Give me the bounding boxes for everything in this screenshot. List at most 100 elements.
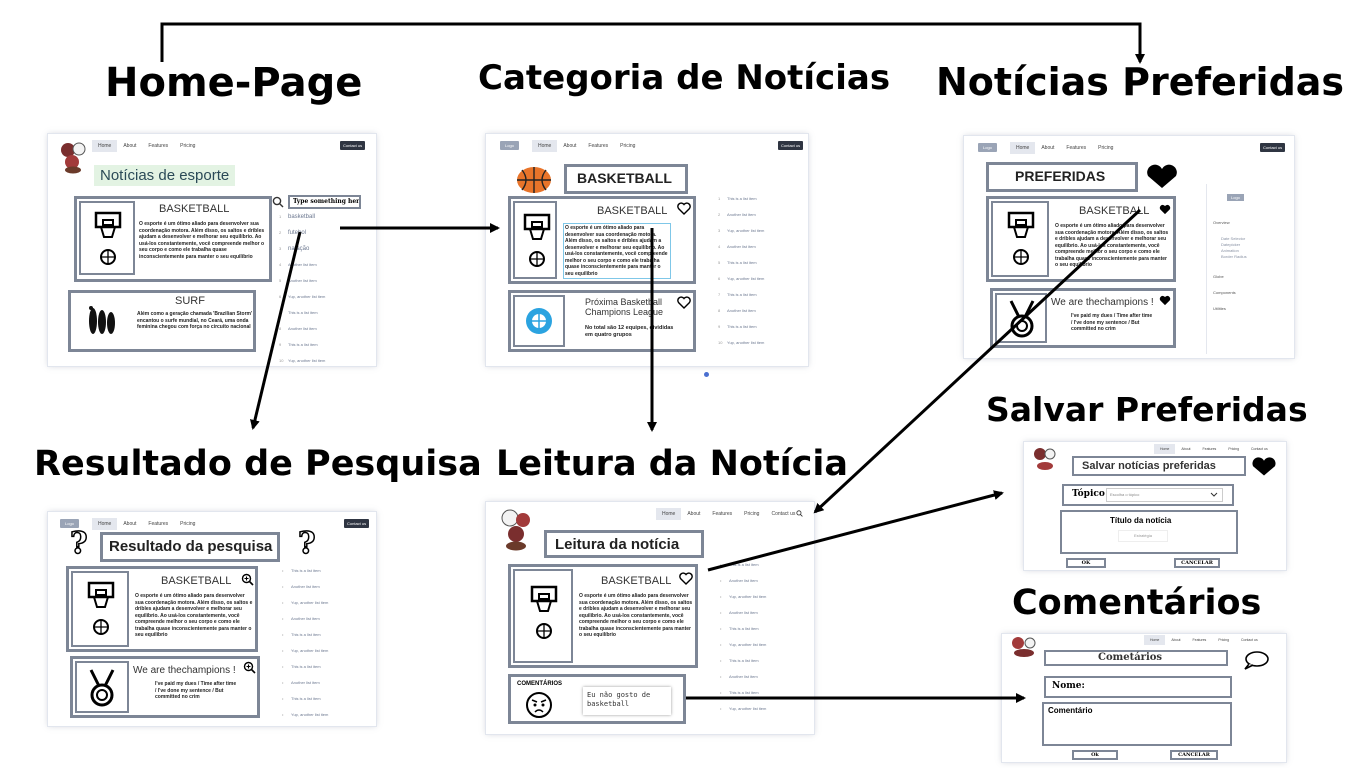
name-field[interactable]: Nome: bbox=[1044, 676, 1232, 698]
topic-select[interactable]: Escolha o tópico bbox=[1106, 488, 1223, 502]
heart-outline-icon[interactable] bbox=[677, 296, 691, 309]
heart-outline-icon[interactable] bbox=[677, 202, 691, 215]
sidebar-item[interactable]: Overview bbox=[1213, 220, 1230, 225]
cancel-button[interactable]: CANCELAR bbox=[1174, 558, 1220, 568]
news-card-basketball[interactable]: BASKETBALL O esporte é um ótimo aliado p… bbox=[986, 196, 1176, 282]
nav-pricing[interactable]: Pricing bbox=[180, 143, 196, 149]
news-card-basketball[interactable]: BASKETBALL O esporte é um ótimo aliado p… bbox=[66, 566, 258, 652]
zoom-in-icon[interactable] bbox=[241, 573, 254, 586]
ok-button[interactable]: Ok bbox=[1072, 750, 1118, 760]
nav-features[interactable]: Features bbox=[1192, 638, 1207, 642]
list-item[interactable]: •Another list item bbox=[720, 610, 758, 615]
list-item[interactable]: •Another list item bbox=[282, 616, 320, 621]
nav-home[interactable]: Home bbox=[1144, 635, 1166, 645]
nav-features[interactable]: Features bbox=[1202, 447, 1217, 451]
list-item[interactable]: •This is a list item bbox=[720, 658, 759, 663]
nav-about[interactable]: About bbox=[123, 521, 137, 527]
nav-home[interactable]: Home bbox=[656, 508, 682, 520]
news-card-basketball[interactable]: BASKETBALL O esporte é um ótimo aliado p… bbox=[74, 196, 272, 282]
news-card-champions[interactable]: We are thechampions ! I've paid my dues … bbox=[990, 288, 1176, 348]
list-item[interactable]: •Yup, another list item bbox=[720, 594, 767, 599]
list-item[interactable]: •Yup, another list item bbox=[720, 706, 767, 711]
news-card-surf[interactable]: SURF Além como a geração chamada 'Brazil… bbox=[68, 290, 256, 352]
ok-button[interactable]: OK bbox=[1066, 558, 1106, 568]
nav-about[interactable]: About bbox=[687, 511, 701, 517]
heart-filled-icon[interactable] bbox=[1159, 204, 1171, 215]
heart-outline-icon[interactable] bbox=[679, 572, 693, 585]
contact-button[interactable]: Contact us bbox=[344, 519, 370, 528]
nav-features[interactable]: Features bbox=[712, 511, 733, 517]
nav-contact[interactable]: Contact us bbox=[1241, 638, 1258, 642]
nav-pricing[interactable]: Pricing bbox=[744, 511, 760, 517]
nav-pricing[interactable]: Pricing bbox=[1228, 447, 1240, 451]
comment-bubble[interactable]: Eu não gosto de basketball bbox=[583, 687, 671, 715]
news-card-basketball[interactable]: BASKETBALL O esporte é um ótimo aliado p… bbox=[508, 564, 698, 668]
cancel-button[interactable]: CANCELAR bbox=[1170, 750, 1218, 760]
list-item[interactable]: •This is a list item bbox=[282, 632, 321, 637]
zoom-in-icon[interactable] bbox=[243, 661, 256, 674]
list-item[interactable]: •This is a list item bbox=[720, 626, 759, 631]
list-item[interactable]: •This is a list item bbox=[282, 568, 321, 573]
sidebar-subitem[interactable]: Animation bbox=[1221, 248, 1239, 253]
list-item[interactable]: •Yup, another list item bbox=[282, 600, 329, 605]
contact-button[interactable]: Contact us bbox=[778, 141, 804, 150]
list-item[interactable]: •This is a list item bbox=[282, 664, 321, 669]
search-input[interactable]: Type something here bbox=[288, 195, 361, 209]
list-item[interactable]: •This is a list item bbox=[720, 562, 759, 567]
list-item[interactable]: •Another list item bbox=[282, 584, 320, 589]
sidebar-item[interactable]: Components bbox=[1213, 290, 1236, 295]
carousel-dot[interactable] bbox=[704, 372, 709, 377]
list-item[interactable]: •Yup, another list item bbox=[282, 648, 329, 653]
logo-button[interactable]: Logo bbox=[978, 143, 997, 152]
sidebar-item[interactable]: Utilities bbox=[1213, 306, 1226, 311]
logo-button[interactable]: Logo bbox=[60, 519, 79, 528]
news-card-champions[interactable]: Próxima Basketball Champions League No t… bbox=[508, 290, 696, 352]
list-item[interactable]: •This is a list item bbox=[720, 690, 759, 695]
sidebar-subitem[interactable]: Datepicker bbox=[1221, 242, 1241, 247]
logo-button[interactable]: Logo bbox=[500, 141, 519, 150]
nav-features[interactable]: Features bbox=[148, 521, 169, 527]
news-card-basketball[interactable]: BASKETBALL O esporte é um ótimo aliado p… bbox=[508, 196, 696, 284]
list-item[interactable]: •This is a list item bbox=[282, 696, 321, 701]
sidebar-subitem[interactable]: Date Selector bbox=[1221, 236, 1246, 241]
sidebar-item[interactable]: Globe bbox=[1213, 274, 1224, 279]
news-card-champions[interactable]: We are thechampions ! I've paid my dues … bbox=[70, 656, 260, 718]
nav-home[interactable]: Home bbox=[532, 140, 558, 152]
nav-home[interactable]: Home bbox=[1154, 444, 1176, 454]
list-item[interactable]: •Yup, another list item bbox=[720, 642, 767, 647]
nav-home[interactable]: Home bbox=[92, 518, 118, 530]
list-item[interactable]: •Another list item bbox=[720, 674, 758, 679]
nav-features[interactable]: Features bbox=[1066, 145, 1087, 151]
nav-about[interactable]: About bbox=[1181, 447, 1191, 451]
nav-about[interactable]: About bbox=[1041, 145, 1055, 151]
nav-pricing[interactable]: Pricing bbox=[180, 521, 196, 527]
sidebar-logo-button[interactable]: Logo bbox=[1227, 194, 1244, 201]
list-item[interactable]: •Another list item bbox=[282, 680, 320, 685]
nav-features[interactable]: Features bbox=[588, 143, 609, 149]
list-item[interactable]: •Another list item bbox=[720, 578, 758, 583]
nav-home[interactable]: Home bbox=[92, 140, 118, 152]
nav-pricing[interactable]: Pricing bbox=[1098, 145, 1114, 151]
list-item[interactable]: •Yup, another list item bbox=[282, 712, 329, 717]
search-icon[interactable] bbox=[796, 510, 803, 517]
comment-field[interactable]: Comentário bbox=[1042, 702, 1232, 746]
nav-pricing[interactable]: Pricing bbox=[620, 143, 636, 149]
